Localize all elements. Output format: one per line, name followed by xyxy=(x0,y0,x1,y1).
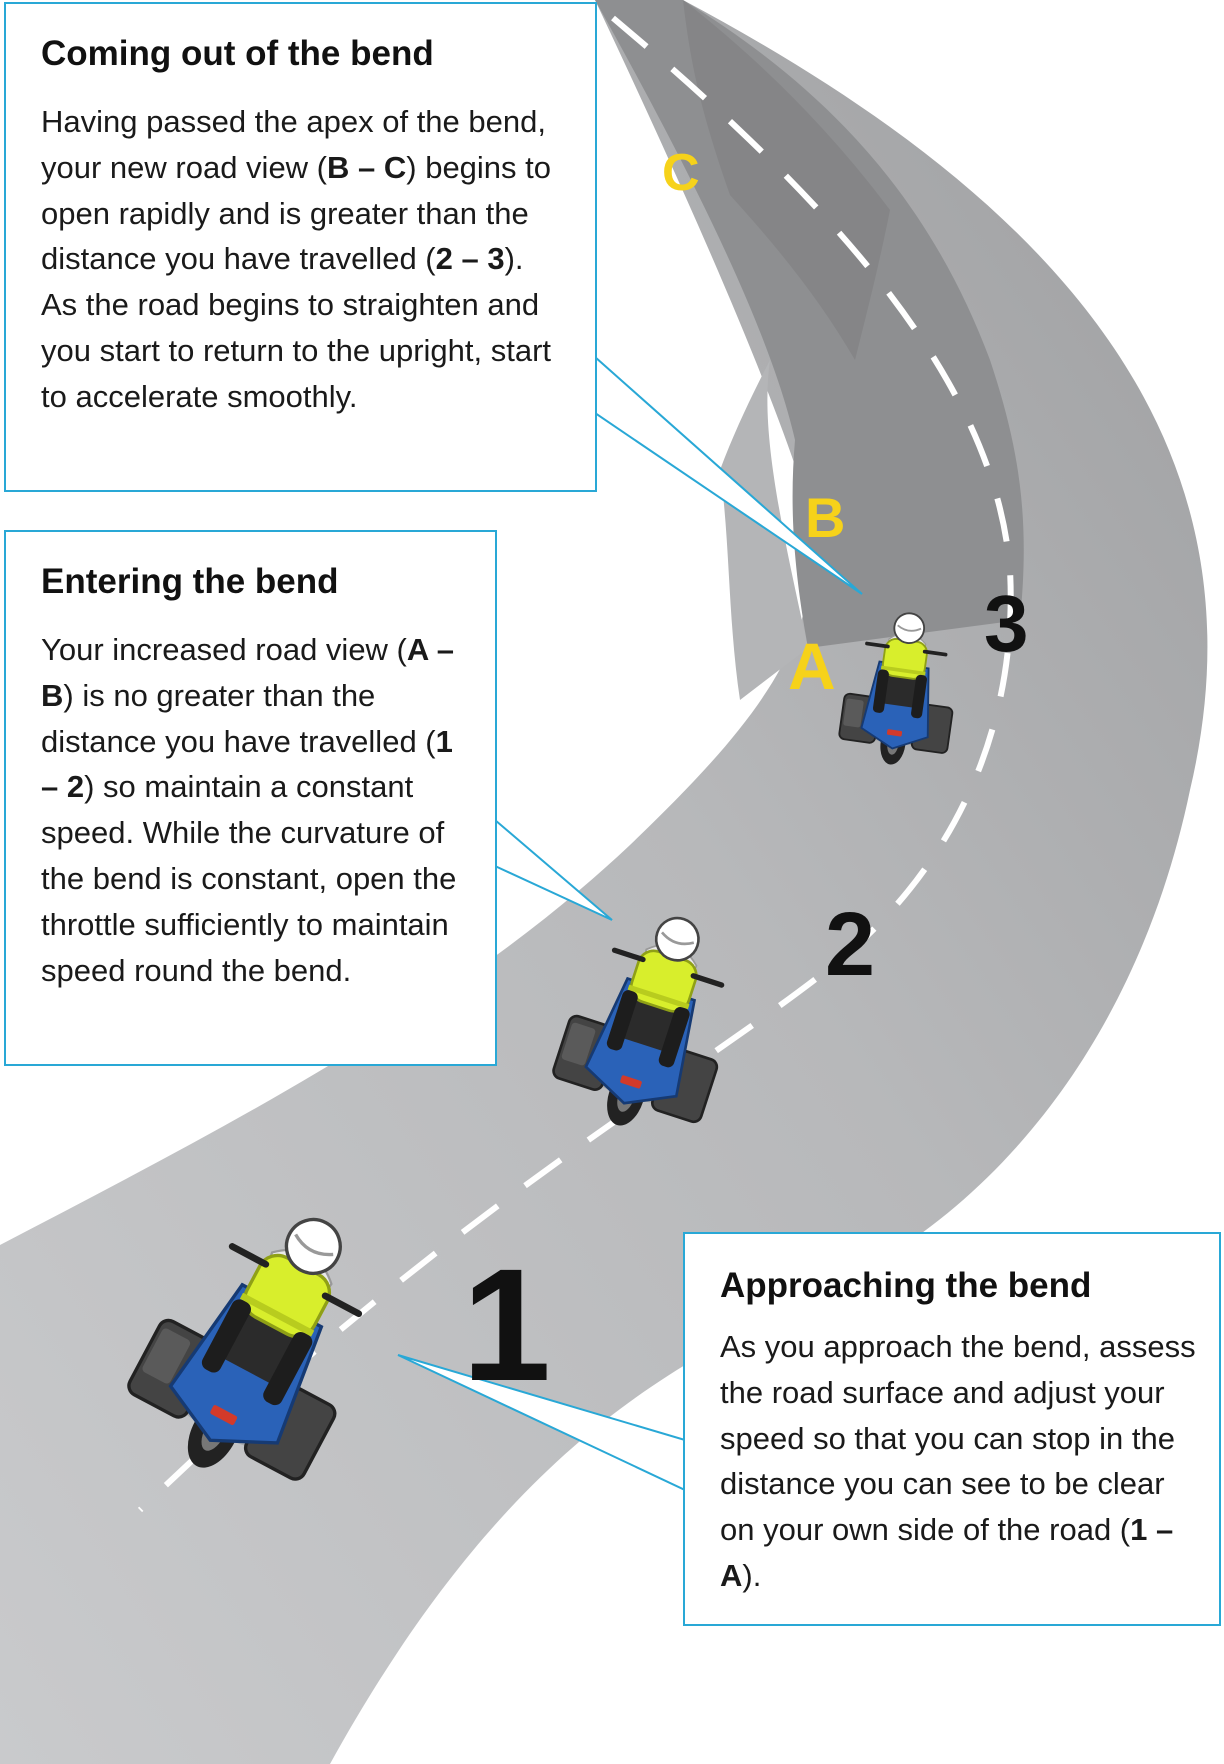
segment-reference: 1 – 2 xyxy=(41,723,453,805)
segment-reference: A – B xyxy=(41,632,454,713)
callout-body: Your increased road view (A – B) is no g… xyxy=(41,627,465,993)
segment-reference: 2 – 3 xyxy=(435,241,505,277)
lane-marking xyxy=(137,15,1014,1513)
callout-coming-out-of-bend: Coming out of the bend Having passed the… xyxy=(4,2,597,492)
callout-entering-bend: Entering the bend Your increased road vi… xyxy=(4,530,497,1066)
segment-text: ). xyxy=(742,1557,762,1593)
segment-text: ) begins to open rapidly and is greater … xyxy=(41,149,552,277)
view-point-label-b: B xyxy=(805,486,846,549)
segment-text: As you approach the bend, assess the roa… xyxy=(720,1329,1196,1548)
segment-reference: B – C xyxy=(327,149,407,185)
segment-reference: 1 – A xyxy=(720,1512,1174,1593)
segment-text: ) is no greater than the distance you ha… xyxy=(41,677,436,759)
position-label-2: 2 xyxy=(825,895,876,995)
position-label-3: 3 xyxy=(984,579,1029,668)
position-label-1: 1 xyxy=(462,1235,551,1414)
segment-text: Your increased road view ( xyxy=(41,632,407,667)
callout-body: As you approach the bend, assess the roa… xyxy=(720,1324,1199,1599)
view-point-label-a: A xyxy=(788,629,836,703)
callout-body: Having passed the apex of the bend, your… xyxy=(41,99,561,420)
segment-text: ) so maintain a constant speed. While th… xyxy=(41,769,457,988)
callout-title: Coming out of the bend xyxy=(41,34,434,73)
view-point-label-c: C xyxy=(662,144,700,202)
callout-title: Approaching the bend xyxy=(720,1266,1092,1305)
callout-title: Entering the bend xyxy=(41,562,339,601)
segment-text: ). As the road begins to straighten and … xyxy=(41,241,552,414)
segment-text: Having passed the apex of the bend, your… xyxy=(41,104,546,185)
sight-line-entering xyxy=(494,817,613,921)
callout-approaching-bend: Approaching the bend As you approach the… xyxy=(683,1232,1221,1626)
